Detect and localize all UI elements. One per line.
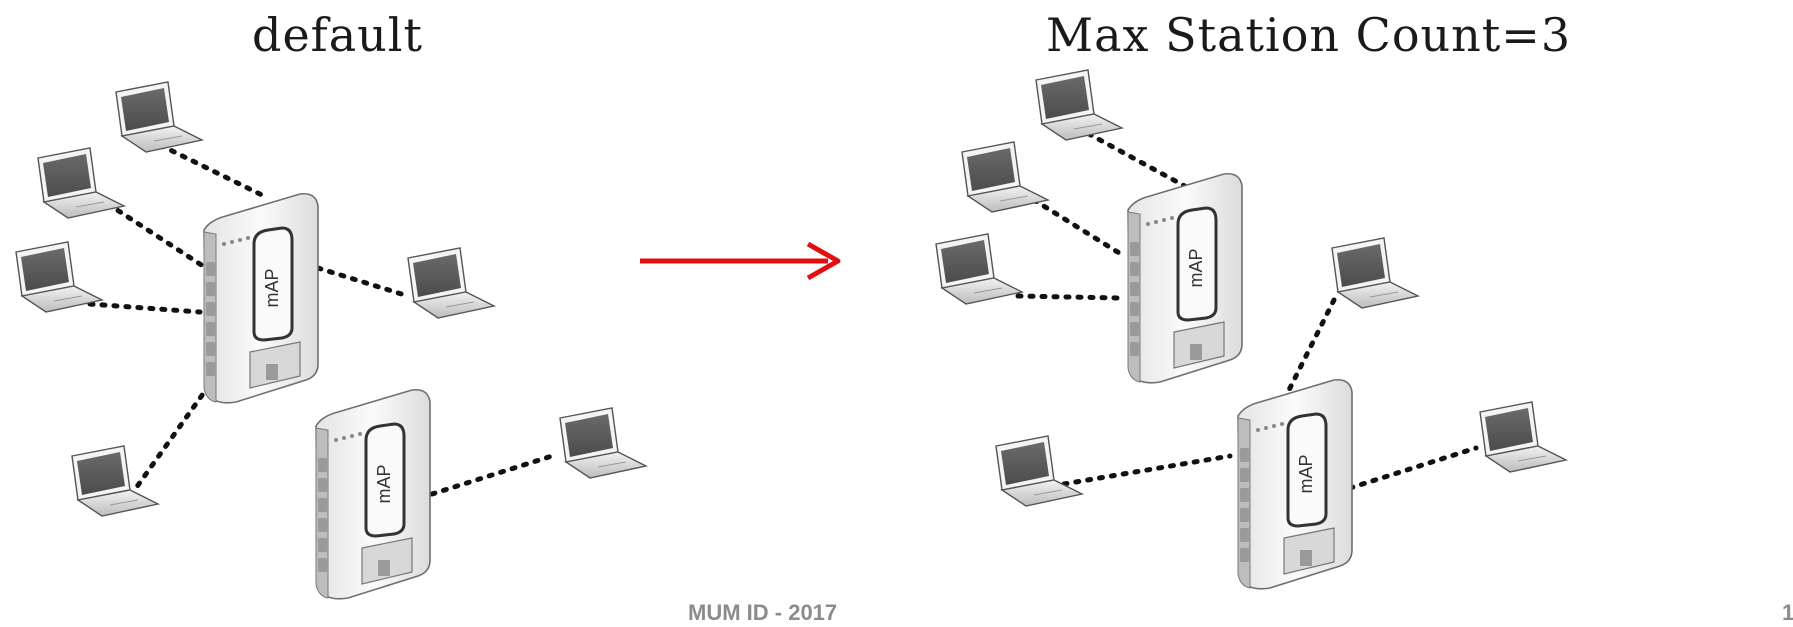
laptop-icon <box>1035 69 1123 141</box>
laptop-icon <box>15 241 103 313</box>
laptop-icon <box>995 435 1083 507</box>
footer-text: MUM ID - 2017 <box>688 600 838 625</box>
link-line <box>1075 125 1195 193</box>
link-line <box>315 265 411 299</box>
link-line <box>1061 453 1233 487</box>
title-max-station-count: Max Station Count=3 <box>1046 8 1572 62</box>
laptop-icon <box>71 445 159 517</box>
page-number: 1 <box>1782 600 1793 625</box>
right-links <box>1015 125 1479 491</box>
laptop-icon <box>935 233 1023 305</box>
transition-arrow <box>640 241 841 281</box>
link-line <box>1031 197 1127 259</box>
router-icon <box>1236 378 1354 591</box>
laptop-icon <box>1479 401 1567 473</box>
link-line <box>147 137 271 201</box>
link-line <box>1283 297 1337 399</box>
laptop-icon <box>961 141 1049 213</box>
laptop-icon <box>1331 237 1419 309</box>
link-line <box>1015 293 1123 301</box>
laptop-icon <box>407 247 495 319</box>
link-line <box>105 201 209 271</box>
laptop-icon <box>559 407 647 479</box>
title-default: default <box>252 8 423 62</box>
link-line <box>429 453 555 497</box>
link-line <box>1347 445 1479 491</box>
link-line <box>87 301 203 315</box>
router-icon <box>202 192 320 405</box>
router-icon <box>314 388 432 601</box>
laptop-icon <box>115 81 203 153</box>
laptop-icon <box>37 147 125 219</box>
router-icon <box>1126 172 1244 385</box>
